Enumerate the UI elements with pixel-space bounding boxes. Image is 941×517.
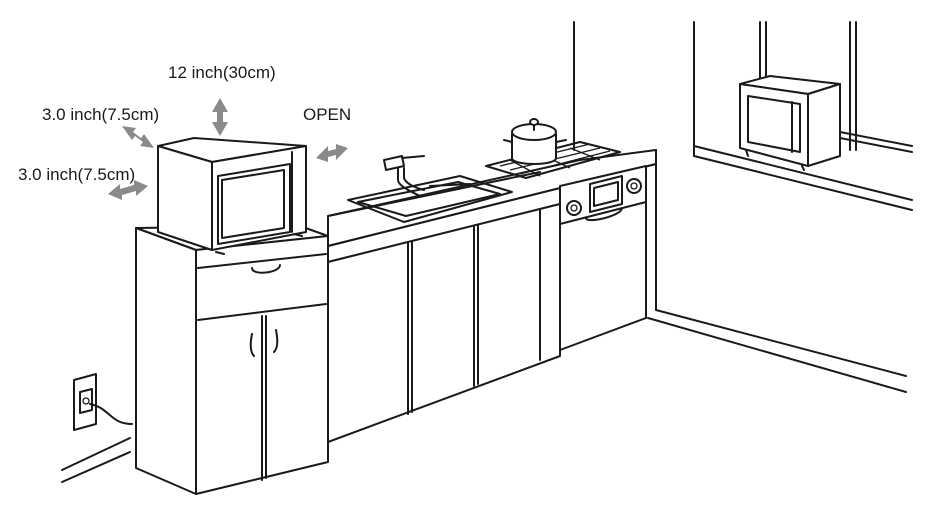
double-arrow-icon-side <box>108 180 148 200</box>
power-outlet-icon <box>73 373 133 431</box>
open-side-label: OPEN <box>303 105 352 124</box>
microwave-in-window <box>739 75 841 171</box>
faucet-icon <box>383 155 425 197</box>
back-clearance-label: 3.0 inch(7.5cm) <box>42 105 160 124</box>
double-arrow-icon-top <box>212 98 228 136</box>
microwave-stand-cabinet <box>135 225 329 495</box>
room-walls <box>61 21 907 483</box>
double-arrow-icon-open <box>316 144 348 162</box>
window-alcove <box>693 21 913 211</box>
cooking-pot-icon <box>503 118 567 165</box>
double-arrow-icon-back <box>122 126 154 148</box>
side-clearance-label: 3.0 inch(7.5cm) <box>18 165 136 184</box>
top-clearance-label: 12 inch(30cm) <box>168 63 276 82</box>
microwave-oven <box>157 137 307 255</box>
sink <box>347 175 513 223</box>
